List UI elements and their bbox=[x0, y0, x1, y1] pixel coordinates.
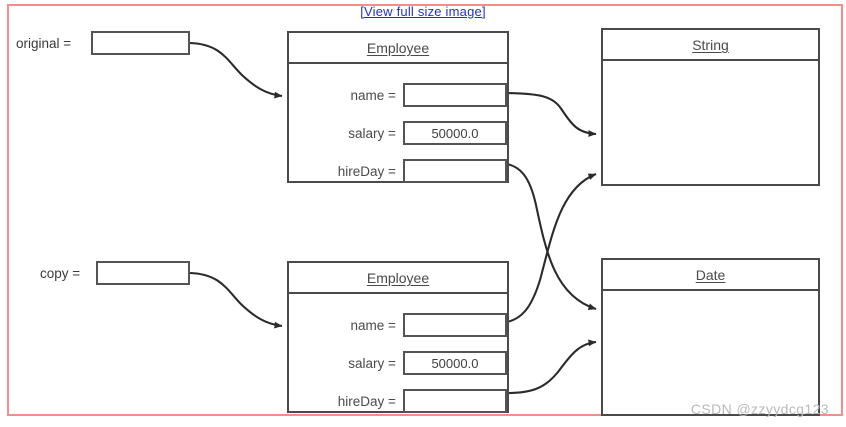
field-label-hireday: hireDay = bbox=[337, 163, 396, 179]
object-title-employee-original: Employee bbox=[289, 33, 507, 64]
object-body-date bbox=[603, 291, 818, 414]
object-body-string bbox=[603, 61, 818, 184]
field-row-hireday: hireDay = bbox=[289, 159, 507, 183]
field-label-salary: salary = bbox=[348, 355, 396, 371]
field-cell-salary: 50000.0 bbox=[402, 351, 507, 375]
object-box-date: Date bbox=[601, 258, 820, 416]
variable-label-copy: copy = bbox=[40, 266, 81, 281]
arrow-name-original-to-string bbox=[499, 91, 597, 137]
object-title-date: Date bbox=[603, 260, 818, 291]
object-title-string: String bbox=[603, 30, 818, 61]
field-row-name: name = bbox=[289, 83, 507, 107]
variable-label-original: original = bbox=[16, 36, 72, 51]
variable-cell-copy bbox=[96, 261, 190, 285]
view-full-size-link-bar: [View full size image] bbox=[0, 3, 846, 21]
variable-cell-original bbox=[91, 31, 190, 55]
object-title-employee-copy: Employee bbox=[289, 263, 507, 294]
field-label-name: name = bbox=[350, 317, 396, 333]
field-cell-name bbox=[402, 83, 507, 107]
field-row-salary: salary = 50000.0 bbox=[289, 121, 507, 145]
field-row-hireday: hireDay = bbox=[289, 389, 507, 413]
arrow-hireday-original-to-date bbox=[499, 161, 597, 311]
arrow-name-copy-to-string bbox=[499, 173, 597, 325]
object-box-string: String bbox=[601, 28, 820, 186]
arrow-copy-to-employee bbox=[189, 271, 283, 329]
object-box-employee-copy: Employee name = salary = 50000.0 hireDay… bbox=[287, 261, 509, 413]
field-row-salary: salary = 50000.0 bbox=[289, 351, 507, 375]
field-cell-name bbox=[402, 313, 507, 337]
arrow-original-to-employee bbox=[189, 41, 283, 99]
field-label-name: name = bbox=[350, 87, 396, 103]
view-full-size-image-link[interactable]: [View full size image] bbox=[360, 4, 486, 19]
field-label-salary: salary = bbox=[348, 125, 396, 141]
watermark-text: CSDN @zzyydcg123 bbox=[690, 401, 829, 417]
field-cell-hireday bbox=[402, 159, 507, 183]
field-cell-salary: 50000.0 bbox=[402, 121, 507, 145]
field-label-hireday: hireDay = bbox=[337, 393, 396, 409]
field-cell-hireday bbox=[402, 389, 507, 413]
arrow-hireday-copy-to-date bbox=[499, 339, 597, 395]
object-body-employee-copy: name = salary = 50000.0 hireDay = bbox=[289, 294, 507, 413]
object-box-employee-original: Employee name = salary = 50000.0 hireDay… bbox=[287, 31, 509, 183]
field-row-name: name = bbox=[289, 313, 507, 337]
object-body-employee-original: name = salary = 50000.0 hireDay = bbox=[289, 64, 507, 183]
